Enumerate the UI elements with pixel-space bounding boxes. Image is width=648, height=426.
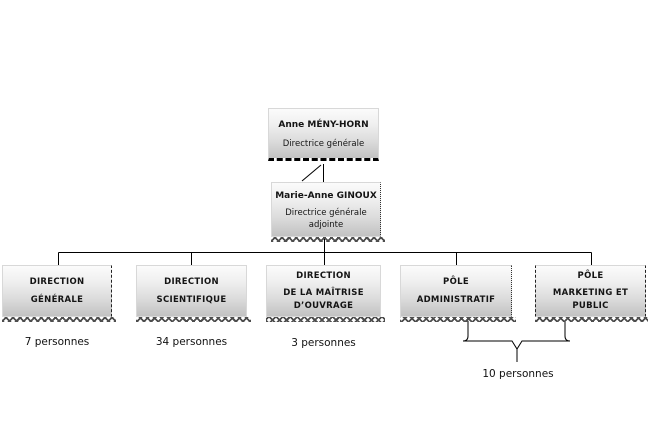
director-name: Anne MÉNY-HORN [278, 119, 369, 130]
staff-count-direction-generale: 7 personnes [24, 336, 90, 348]
org-box-direction-generale: DIRECTION GÉNÉRALE [2, 265, 116, 322]
staff-count-direction-scientifique: 34 personnes [155, 336, 228, 348]
org-box-direction-scientifique: DIRECTION SCIENTIFIQUE [136, 265, 251, 322]
dept-title-line: DE LA MAÎTRISE [283, 287, 364, 298]
dept-title-line: ADMINISTRATIF [416, 295, 496, 305]
org-box-pole-marketing-public: PÔLE MARKETING ET PUBLIC [535, 265, 648, 322]
org-box-direction-maitrise-ouvrage: DIRECTION DE LA MAÎTRISE D’OUVRAGE [266, 265, 385, 322]
staff-count-poles-group: 10 personnes [482, 368, 554, 380]
dept-title-line: MARKETING ET [552, 287, 629, 298]
dept-title-line: PÔLE [443, 277, 469, 287]
deputy-role: Directrice générale adjointe [285, 207, 367, 230]
dept-title-line: PÔLE [577, 270, 604, 281]
dept-title-line: GÉNÉRALE [30, 295, 84, 305]
deputy-name: Marie-Anne GINOUX [275, 190, 377, 201]
dept-title-line: SCIENTIFIQUE [156, 295, 227, 305]
dept-title-line: D’OUVRAGE [293, 300, 354, 311]
org-box-directrice-adjointe: Marie-Anne GINOUX Directrice générale ad… [271, 182, 385, 242]
dept-title-line: DIRECTION [29, 277, 85, 287]
dept-title-line: DIRECTION [164, 277, 219, 287]
director-role: Directrice générale [282, 138, 365, 149]
org-box-pole-administratif: PÔLE ADMINISTRATIF [400, 265, 516, 322]
dept-title-line: PUBLIC [572, 300, 609, 311]
dept-title-line: DIRECTION [296, 270, 351, 281]
staff-count-maitrise-ouvrage: 3 personnes [291, 337, 356, 349]
org-box-directrice-generale: Anne MÉNY-HORN Directrice générale [268, 108, 379, 161]
